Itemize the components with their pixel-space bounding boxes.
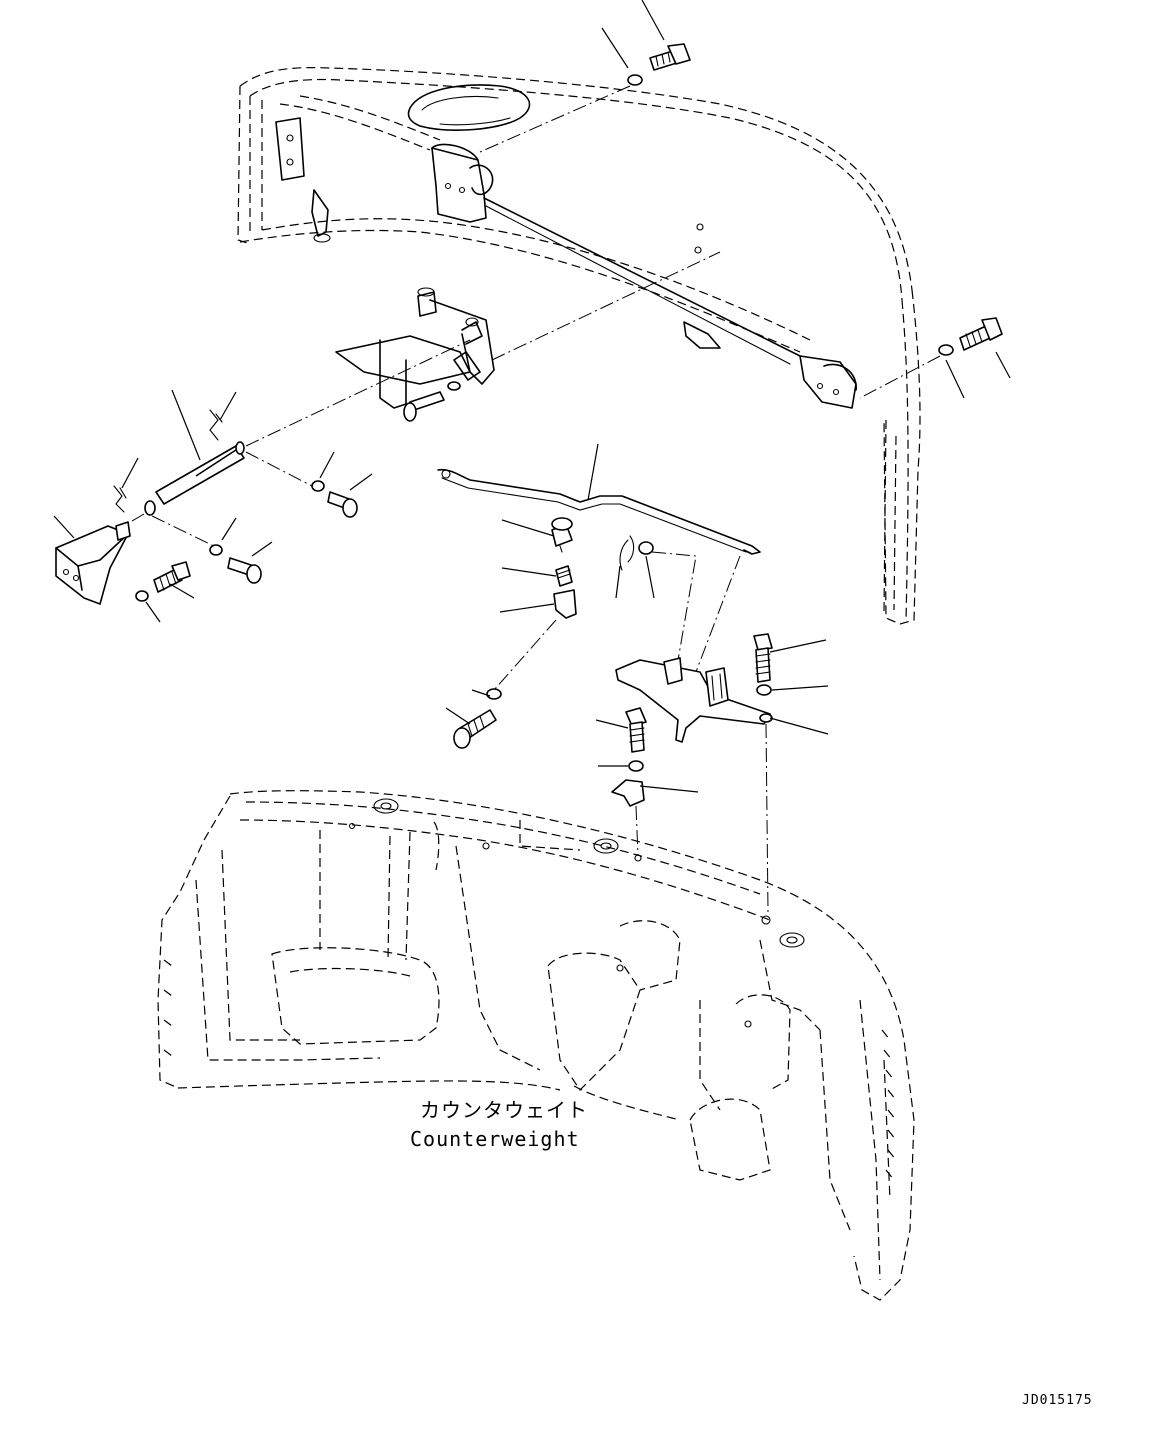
leader-lines <box>53 0 1011 793</box>
clip-pins <box>113 409 358 602</box>
lock-rod <box>437 468 761 673</box>
engine-hood <box>237 67 921 625</box>
counterweight-label-jp: カウンタウェイト <box>420 1098 588 1122</box>
clamp-stack <box>453 517 577 749</box>
hood-lock-bracket <box>335 251 721 422</box>
counterweight-label-en: Counterweight <box>410 1127 580 1151</box>
cotter-pin-washer <box>619 535 697 673</box>
hood-bolt-right <box>859 317 1003 399</box>
drawing-code: JD015175 <box>1022 1393 1093 1408</box>
counterweight <box>157 790 915 1301</box>
gas-spring <box>119 339 471 549</box>
stay-bracket-left <box>55 521 131 605</box>
lock-plate-bolts <box>611 633 773 857</box>
lock-plate <box>615 657 773 913</box>
hood-bolt-top <box>479 43 691 153</box>
